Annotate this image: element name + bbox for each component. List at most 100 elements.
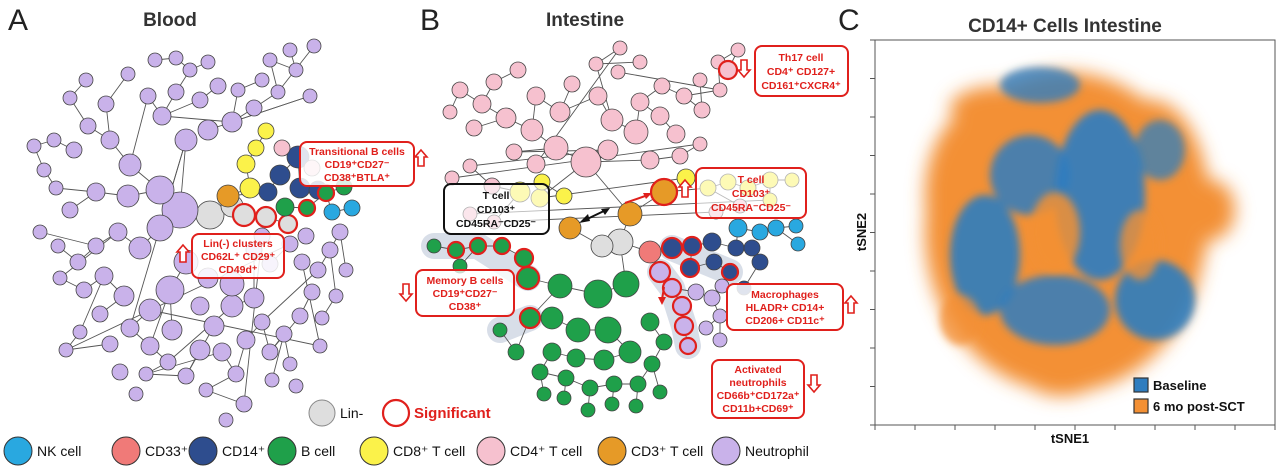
cluster-node-cd4	[526, 154, 546, 174]
cluster-node-cd14-significant	[660, 236, 684, 260]
callout-line: HLADR+ CD14+	[746, 302, 825, 314]
cluster-node-neutrophil	[218, 412, 234, 428]
cluster-node-cd4	[549, 101, 571, 123]
cluster-node-neutrophil	[245, 99, 263, 117]
cluster-node-cd4	[612, 40, 628, 56]
legend-label-nk: NK cell	[37, 443, 81, 459]
cluster-node-bcell	[507, 343, 525, 361]
cluster-node-bcell	[655, 333, 673, 351]
cluster-node-bcell	[547, 273, 573, 299]
cluster-node-cd4	[505, 143, 523, 161]
callout-line: CD45RA⁻CD25⁻	[456, 218, 536, 230]
cluster-node-neutrophil	[275, 325, 293, 343]
cluster-node-bcell	[604, 396, 620, 412]
cluster-node-nk	[728, 218, 748, 238]
cluster-node-neutrophil	[209, 77, 227, 95]
panel-title-intestine: Intestine	[546, 10, 624, 31]
cluster-node-bcell	[426, 238, 442, 254]
callout-activated-neutrophils: Activated neutrophils CD66b⁺CD172a⁺ CD11…	[711, 359, 822, 419]
cluster-node-cd4	[671, 147, 689, 165]
cluster-node-neutrophil	[227, 365, 245, 383]
cluster-node-neutrophil	[61, 201, 79, 219]
cluster-node-bcell	[594, 316, 622, 344]
cluster-node-neutrophil	[687, 283, 705, 301]
callout-t-cell-black: T cell CD103⁺ CD45RA⁻CD25⁻	[443, 183, 550, 235]
cluster-node-neutrophil	[58, 342, 74, 358]
cluster-node-bcell	[581, 379, 599, 397]
cluster-node-neutrophil	[309, 261, 327, 279]
cluster-node-cd4	[650, 106, 670, 126]
tsne-x-axis-label: tSNE1	[1051, 431, 1089, 446]
cluster-node-bcell	[542, 342, 562, 362]
cluster-node-neutrophil	[174, 128, 198, 152]
legend-swatch-cd4	[476, 436, 506, 466]
cluster-node-neutrophil	[712, 332, 728, 348]
cluster-node-cd4	[675, 87, 693, 105]
cluster-node-lin-significant	[254, 205, 278, 229]
cluster-node-nk	[767, 219, 785, 237]
cluster-node-nk	[751, 223, 769, 241]
tree-edge	[301, 261, 321, 347]
cluster-node-cd4	[543, 135, 569, 161]
cluster-node-bcell	[618, 340, 642, 364]
cluster-node-cd4	[588, 56, 604, 72]
cluster-node-cd4	[693, 101, 711, 119]
tsne-plot: tSNE1 tSNE2 Baseline 6 mo post-SCT	[854, 39, 1276, 446]
cluster-node-neutrophil	[36, 162, 52, 178]
cluster-node-lin-significant	[277, 213, 299, 235]
cluster-node-cd4	[712, 82, 728, 98]
callout-line: T cell	[738, 174, 765, 186]
tree-edge	[129, 95, 149, 166]
tsne-point-cloud	[925, 67, 1235, 396]
cluster-node-neutrophil	[264, 372, 280, 388]
cluster-node-bcell	[580, 402, 596, 418]
cluster-node-neutrophil	[197, 119, 219, 141]
cluster-node-neutrophil	[101, 335, 119, 353]
cluster-node-bcell-significant	[316, 183, 336, 203]
cluster-node-neutrophil	[302, 88, 318, 104]
cluster-node-neutrophil	[212, 342, 232, 362]
cluster-node-neutrophil	[32, 224, 48, 240]
panel-title-cd14: CD14+ Cells Intestine	[968, 16, 1162, 37]
cluster-node-neutrophil	[698, 320, 714, 336]
cluster-node-neutrophil	[140, 336, 160, 356]
cluster-node-neutrophil	[118, 153, 142, 177]
cluster-node-neutrophil	[138, 298, 162, 322]
cluster-node-cd3	[558, 216, 582, 240]
cluster-node-neutrophil	[75, 281, 93, 299]
cluster-node-neutrophil	[288, 378, 304, 394]
tree-edge	[167, 305, 233, 363]
cluster-node-cd4	[610, 64, 626, 80]
cluster-node-neutrophil	[203, 315, 225, 337]
callout-line: CD62L⁺ CD29⁺	[201, 251, 276, 263]
cluster-node-neutrophil	[120, 66, 136, 82]
cluster-node-cd14	[702, 232, 722, 252]
cluster-node-bcell-significant	[468, 236, 488, 256]
cluster-node-cd4	[442, 104, 458, 120]
callout-macrophages: Macrophages HLADR+ CD14+ CD206+ CD11c⁺	[726, 283, 859, 331]
cluster-node-neutrophil	[167, 83, 185, 101]
legend-swatch-significant	[381, 398, 411, 428]
cluster-node-cd4	[472, 94, 492, 114]
cluster-node-cd4	[570, 146, 602, 178]
down-arrow-icon	[398, 283, 414, 303]
cluster-node-neutrophil	[48, 180, 64, 196]
cluster-node-bcell-significant	[518, 306, 542, 330]
callout-line: Th17 cell	[779, 52, 824, 64]
cluster-node-nk	[323, 203, 341, 221]
down-arrow-icon	[736, 59, 752, 79]
legend-label-cd4: CD4⁺ T cell	[510, 443, 582, 459]
cluster-node-cd14	[258, 182, 278, 202]
cluster-node-neutrophil	[168, 50, 184, 66]
cluster-node-lin	[195, 200, 225, 230]
callout-line: CD206+ CD11c⁺	[745, 315, 825, 327]
cluster-node-lin-significant	[231, 202, 257, 228]
cluster-node-neutrophil	[200, 54, 216, 70]
cluster-node-neutrophil	[331, 223, 349, 241]
cluster-node-neutrophil	[198, 382, 214, 398]
cluster-node-neutrophil	[62, 90, 78, 106]
cluster-node-neutrophil	[288, 62, 304, 78]
cluster-node-cd4	[495, 107, 517, 129]
callout-line: Memory B cells	[426, 275, 503, 287]
cluster-node-neutrophil	[87, 237, 105, 255]
